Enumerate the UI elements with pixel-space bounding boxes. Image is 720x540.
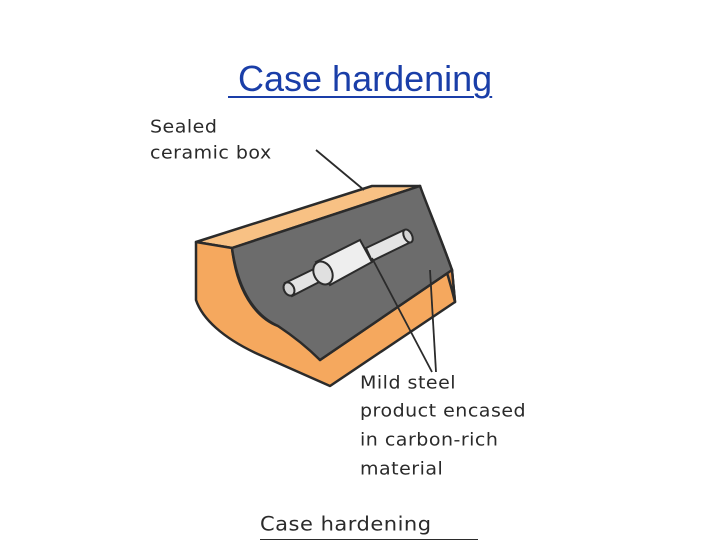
label-steel-line1: Mild steel (360, 372, 457, 394)
label-box-line2: ceramic box (150, 142, 272, 164)
label-steel-line2: product encased (360, 400, 527, 422)
pointer-line-steel-1 (371, 257, 433, 373)
pointer-line-box (315, 149, 365, 191)
label-steel-line4: material (360, 458, 444, 480)
diagram-caption: Case hardening (260, 512, 432, 536)
label-steel-line3: in carbon-rich (360, 429, 499, 451)
label-box-line1: Sealed (150, 116, 218, 138)
pointer-line-steel-2 (429, 269, 437, 373)
slide-title: Case hardening (228, 58, 493, 99)
mild-steel-product (282, 228, 414, 298)
